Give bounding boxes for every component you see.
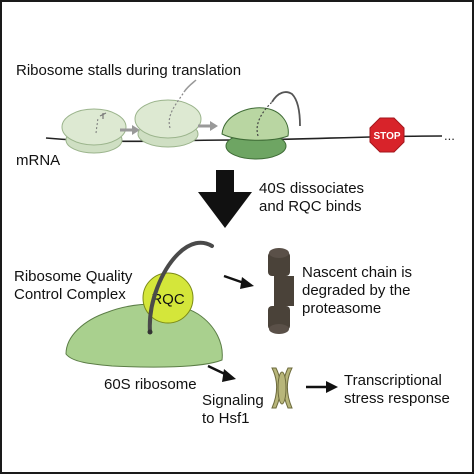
ribosome-60s-subunit (65, 303, 223, 368)
mrna-continuation: ... (444, 128, 455, 143)
rqc-complex-label: Ribosome Quality Control Complex (14, 268, 133, 303)
stress-response-label: Transcriptional stress response (344, 372, 450, 407)
proteasome-icon (268, 248, 294, 334)
ribosome-3-stalled (221, 91, 301, 160)
ribosome-2-faded (134, 79, 202, 148)
big-down-arrow (198, 170, 252, 228)
mrna-label: mRNA (16, 152, 61, 169)
signaling-label: Signaling to Hsf1 (202, 392, 264, 427)
hsf1-icon (271, 367, 293, 409)
step-40s-dissociates: 40S dissociates and RQC binds (259, 180, 365, 215)
nascent-chain (147, 240, 214, 334)
arrow-to-stress-response (306, 381, 338, 393)
stop-sign-icon: STOP (369, 117, 405, 153)
rqc-label: RQC (151, 291, 185, 308)
stop-sign-label: STOP (373, 131, 400, 142)
ribosome-1-faded (61, 108, 127, 154)
ribosome-60s-label: 60S ribosome (104, 376, 197, 393)
stall-heading: Ribosome stalls during translation (16, 62, 242, 79)
progress-arrow-2 (198, 121, 218, 131)
rqc-complex-icon (142, 272, 194, 324)
arrow-to-signaling (207, 364, 236, 382)
progress-arrow-1 (120, 125, 140, 135)
nascent-chain-label: Nascent chain is degraded by the proteas… (302, 264, 413, 317)
arrow-to-proteasome (223, 274, 254, 289)
